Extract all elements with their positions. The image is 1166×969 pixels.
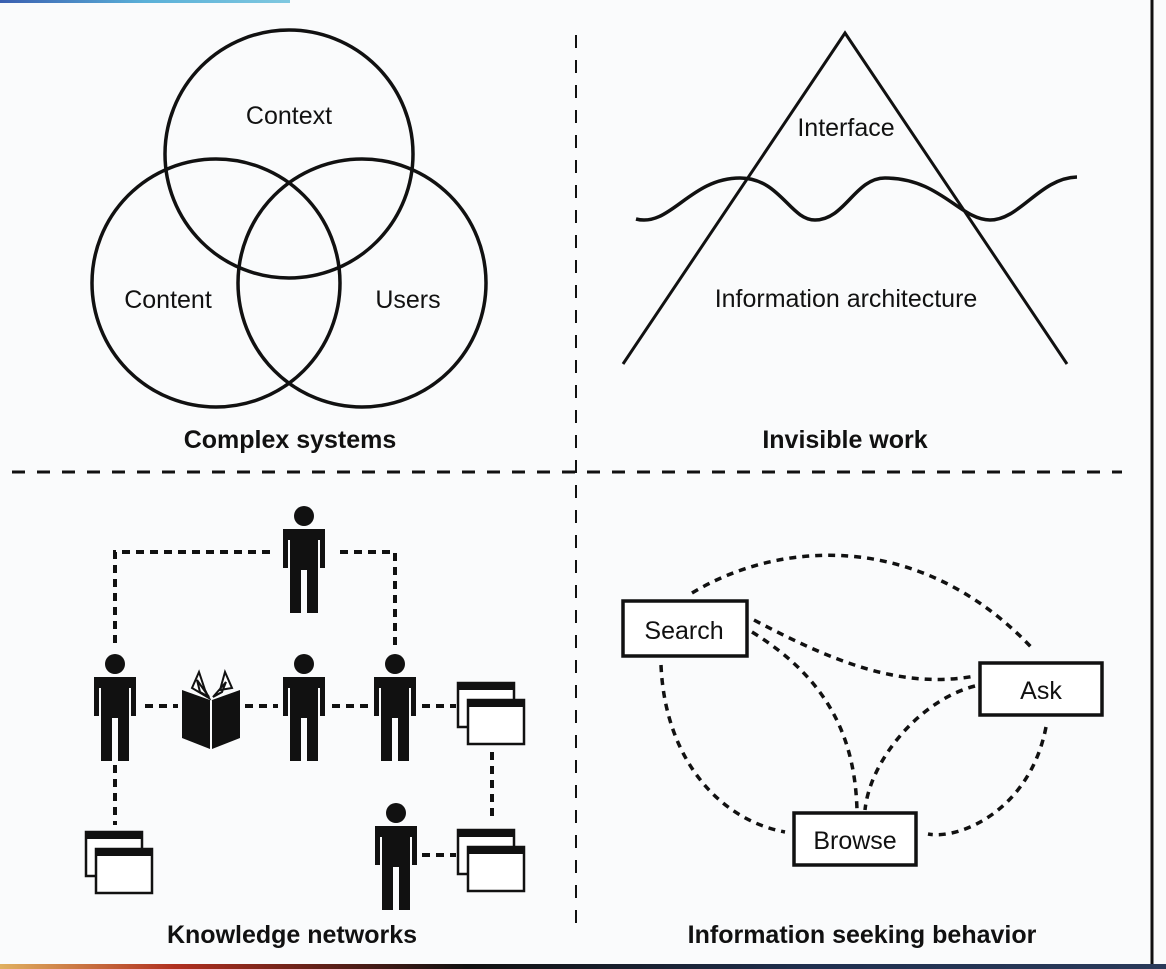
- person-icon-middle: [283, 654, 325, 761]
- node-search-label: Search: [644, 617, 723, 645]
- link-top-right: [340, 550, 397, 645]
- quadrant-title-invisible-work: Invisible work: [762, 426, 927, 454]
- venn-label-context: Context: [246, 102, 332, 130]
- network-links: [113, 550, 494, 857]
- person-icon-left: [94, 654, 136, 761]
- link-search-ask-outer: [691, 553, 1034, 650]
- quadrant-title-information-seeking: Information seeking behavior: [688, 921, 1037, 949]
- link-search-browse-inner: [751, 630, 859, 811]
- venn-circle-context: [163, 28, 415, 280]
- label-interface: Interface: [797, 114, 894, 142]
- link-top-left: [113, 550, 270, 645]
- scan-edge-top: [0, 0, 290, 3]
- venn-label-content: Content: [124, 286, 212, 314]
- quadrant-knowledge-networks: Knowledge networks: [84, 506, 526, 949]
- venn-circle-users: [236, 157, 488, 409]
- quadrant-complex-systems: Context Content Users Complex systems: [90, 28, 488, 454]
- person-icon-top: [283, 506, 325, 613]
- person-icon-right: [374, 654, 416, 761]
- node-search-box: [621, 599, 749, 658]
- documents-icon-right: [456, 681, 526, 746]
- documents-icon-bottom: [456, 828, 526, 893]
- waterline-wave: [635, 175, 1078, 222]
- quadrant-invisible-work: Interface Information architecture Invis…: [621, 30, 1078, 454]
- seeking-links: [659, 553, 1048, 837]
- link-search-ask-inner: [753, 618, 976, 682]
- quadrant-title-knowledge-networks: Knowledge networks: [167, 921, 417, 949]
- person-icon-bottom: [375, 803, 417, 910]
- quadrant-title-complex-systems: Complex systems: [184, 426, 397, 454]
- node-ask-box: [978, 661, 1104, 717]
- venn-label-users: Users: [375, 286, 440, 314]
- scan-edge-bottom: [0, 964, 1166, 969]
- link-ask-browse-inner: [863, 684, 976, 811]
- node-ask-label: Ask: [1020, 677, 1062, 705]
- iceberg-outline: [621, 30, 1069, 365]
- book-icon: [182, 669, 240, 749]
- quadrant-information-seeking: Search Ask Browse Information seeking be…: [621, 553, 1104, 949]
- node-browse-label: Browse: [813, 827, 896, 855]
- label-information-architecture: Information architecture: [715, 285, 978, 313]
- node-browse-box: [792, 811, 918, 867]
- documents-icon-left: [84, 830, 154, 895]
- link-ask-browse-outer: [927, 726, 1048, 837]
- link-search-browse-outer: [659, 664, 786, 834]
- venn-circle-content: [90, 157, 342, 409]
